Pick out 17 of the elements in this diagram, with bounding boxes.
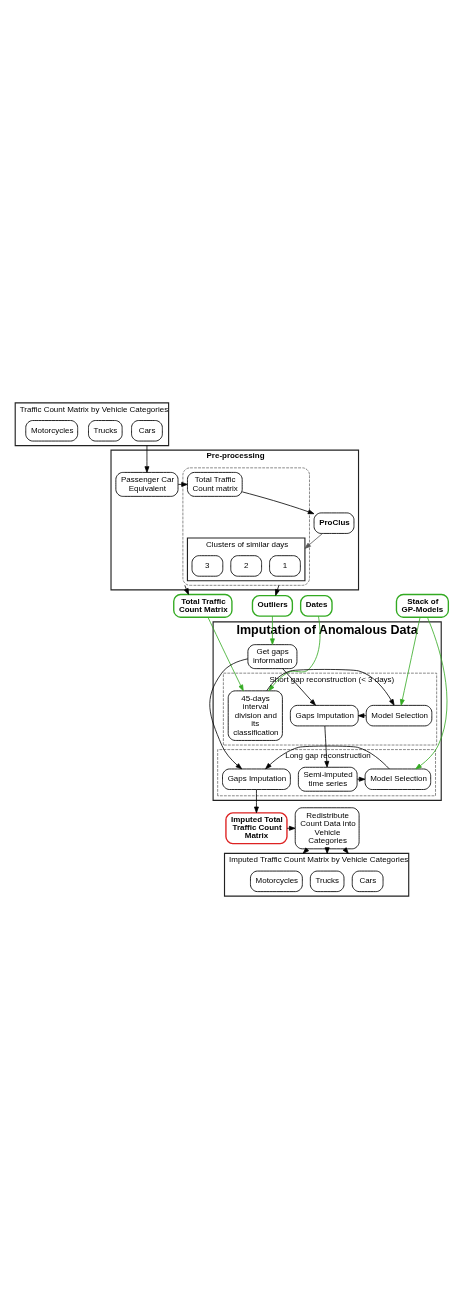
arrow <box>286 825 296 831</box>
arrow <box>177 481 188 487</box>
arrow <box>254 788 259 813</box>
arrow <box>265 745 390 769</box>
arrow <box>415 616 448 769</box>
arrow <box>209 657 249 769</box>
arrow <box>324 725 330 767</box>
arrow <box>184 584 189 595</box>
arrow <box>399 616 421 706</box>
arrow <box>304 532 323 549</box>
arrow <box>275 584 280 596</box>
arrow <box>282 667 316 706</box>
arrow <box>356 776 366 782</box>
arrow <box>241 490 315 514</box>
arrow <box>266 668 395 706</box>
arrow <box>144 444 150 473</box>
arrow <box>207 616 244 691</box>
